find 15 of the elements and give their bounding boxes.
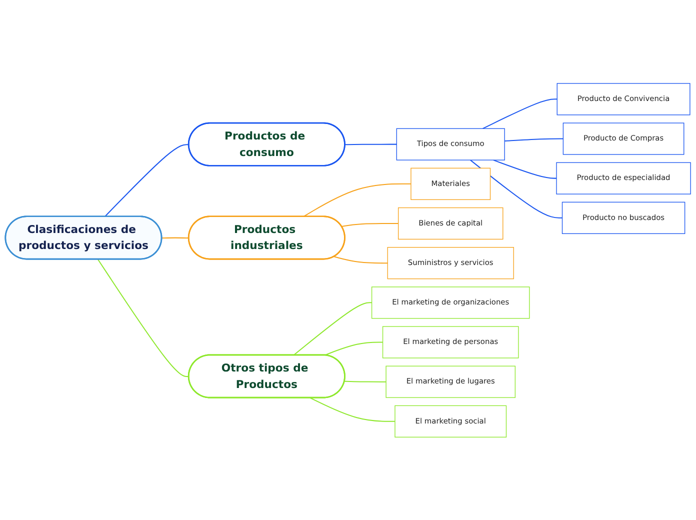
connector <box>344 380 386 382</box>
connector <box>342 222 398 227</box>
connector <box>324 341 383 356</box>
connector <box>334 256 388 264</box>
connector <box>162 237 189 238</box>
connector <box>504 138 564 142</box>
connector <box>493 159 556 179</box>
connector <box>470 159 562 218</box>
connector <box>303 183 411 217</box>
connector <box>310 397 395 422</box>
connector <box>482 98 558 129</box>
connector <box>97 258 189 377</box>
connector <box>104 144 189 217</box>
connector <box>345 144 397 145</box>
connector <box>293 302 372 356</box>
